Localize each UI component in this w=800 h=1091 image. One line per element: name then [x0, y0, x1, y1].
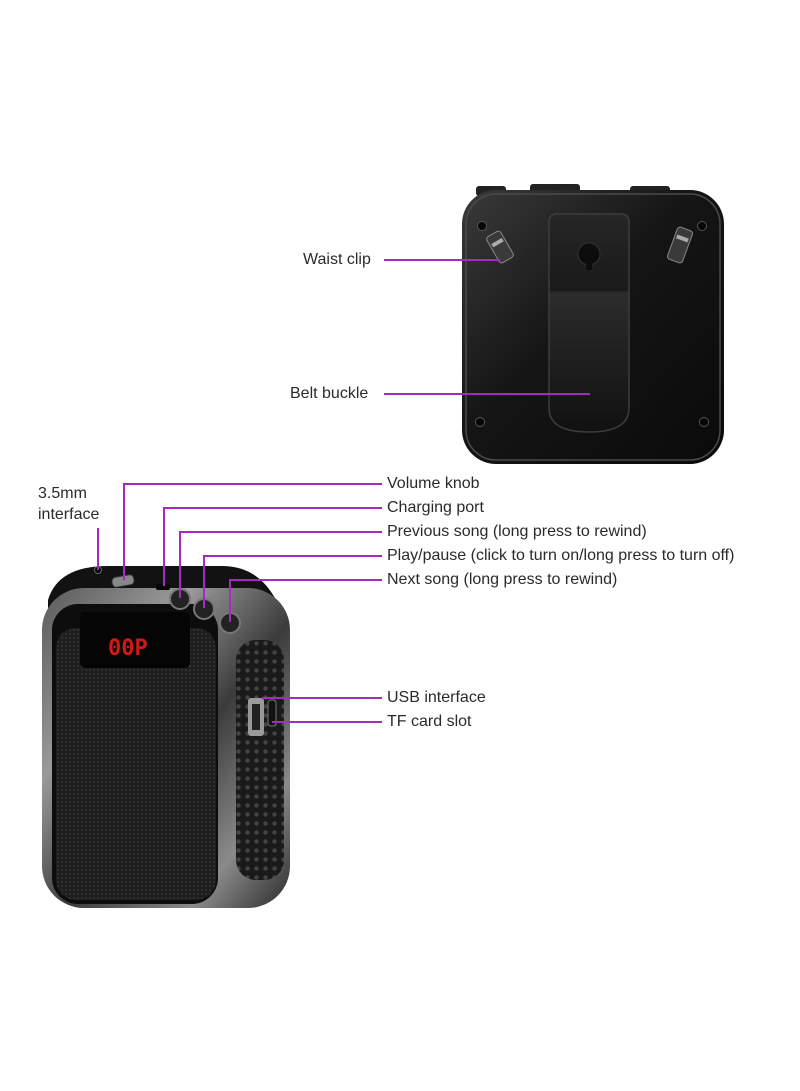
label-waist-clip: Waist clip — [303, 251, 371, 268]
label-tf-card-slot: TF card slot — [387, 713, 472, 730]
device-front-view: 00P — [42, 566, 290, 908]
volume-knob — [111, 574, 135, 588]
tf-card-port — [267, 699, 277, 727]
charging-port-callout — [163, 507, 382, 586]
charging-port — [156, 584, 170, 590]
label-volume-knob: Volume knob — [387, 475, 480, 492]
label-jack-line2: interface — [38, 506, 100, 523]
label-next-song: Next song (long press to rewind) — [387, 571, 618, 588]
keyhole-icon — [577, 242, 601, 270]
next-song-callout — [229, 579, 382, 622]
belt-buckle-clip — [548, 213, 630, 433]
callout-lines — [97, 259, 590, 723]
waist-clip-hook — [486, 226, 693, 264]
volume-knob-callout — [123, 483, 382, 580]
display-digits: 00P — [108, 636, 148, 661]
label-charging-port: Charging port — [387, 499, 484, 516]
play-pause-callout — [203, 555, 382, 608]
label-usb-interface: USB interface — [387, 689, 486, 706]
label-jack-line1: 3.5mm — [38, 485, 87, 502]
previous-song-callout — [179, 531, 382, 598]
screw-icon — [475, 221, 709, 427]
label-play-pause: Play/pause (click to turn on/long press … — [387, 547, 735, 564]
device-back-view — [462, 184, 724, 464]
label-previous-song: Previous song (long press to rewind) — [387, 523, 647, 540]
label-belt-buckle: Belt buckle — [290, 385, 369, 402]
